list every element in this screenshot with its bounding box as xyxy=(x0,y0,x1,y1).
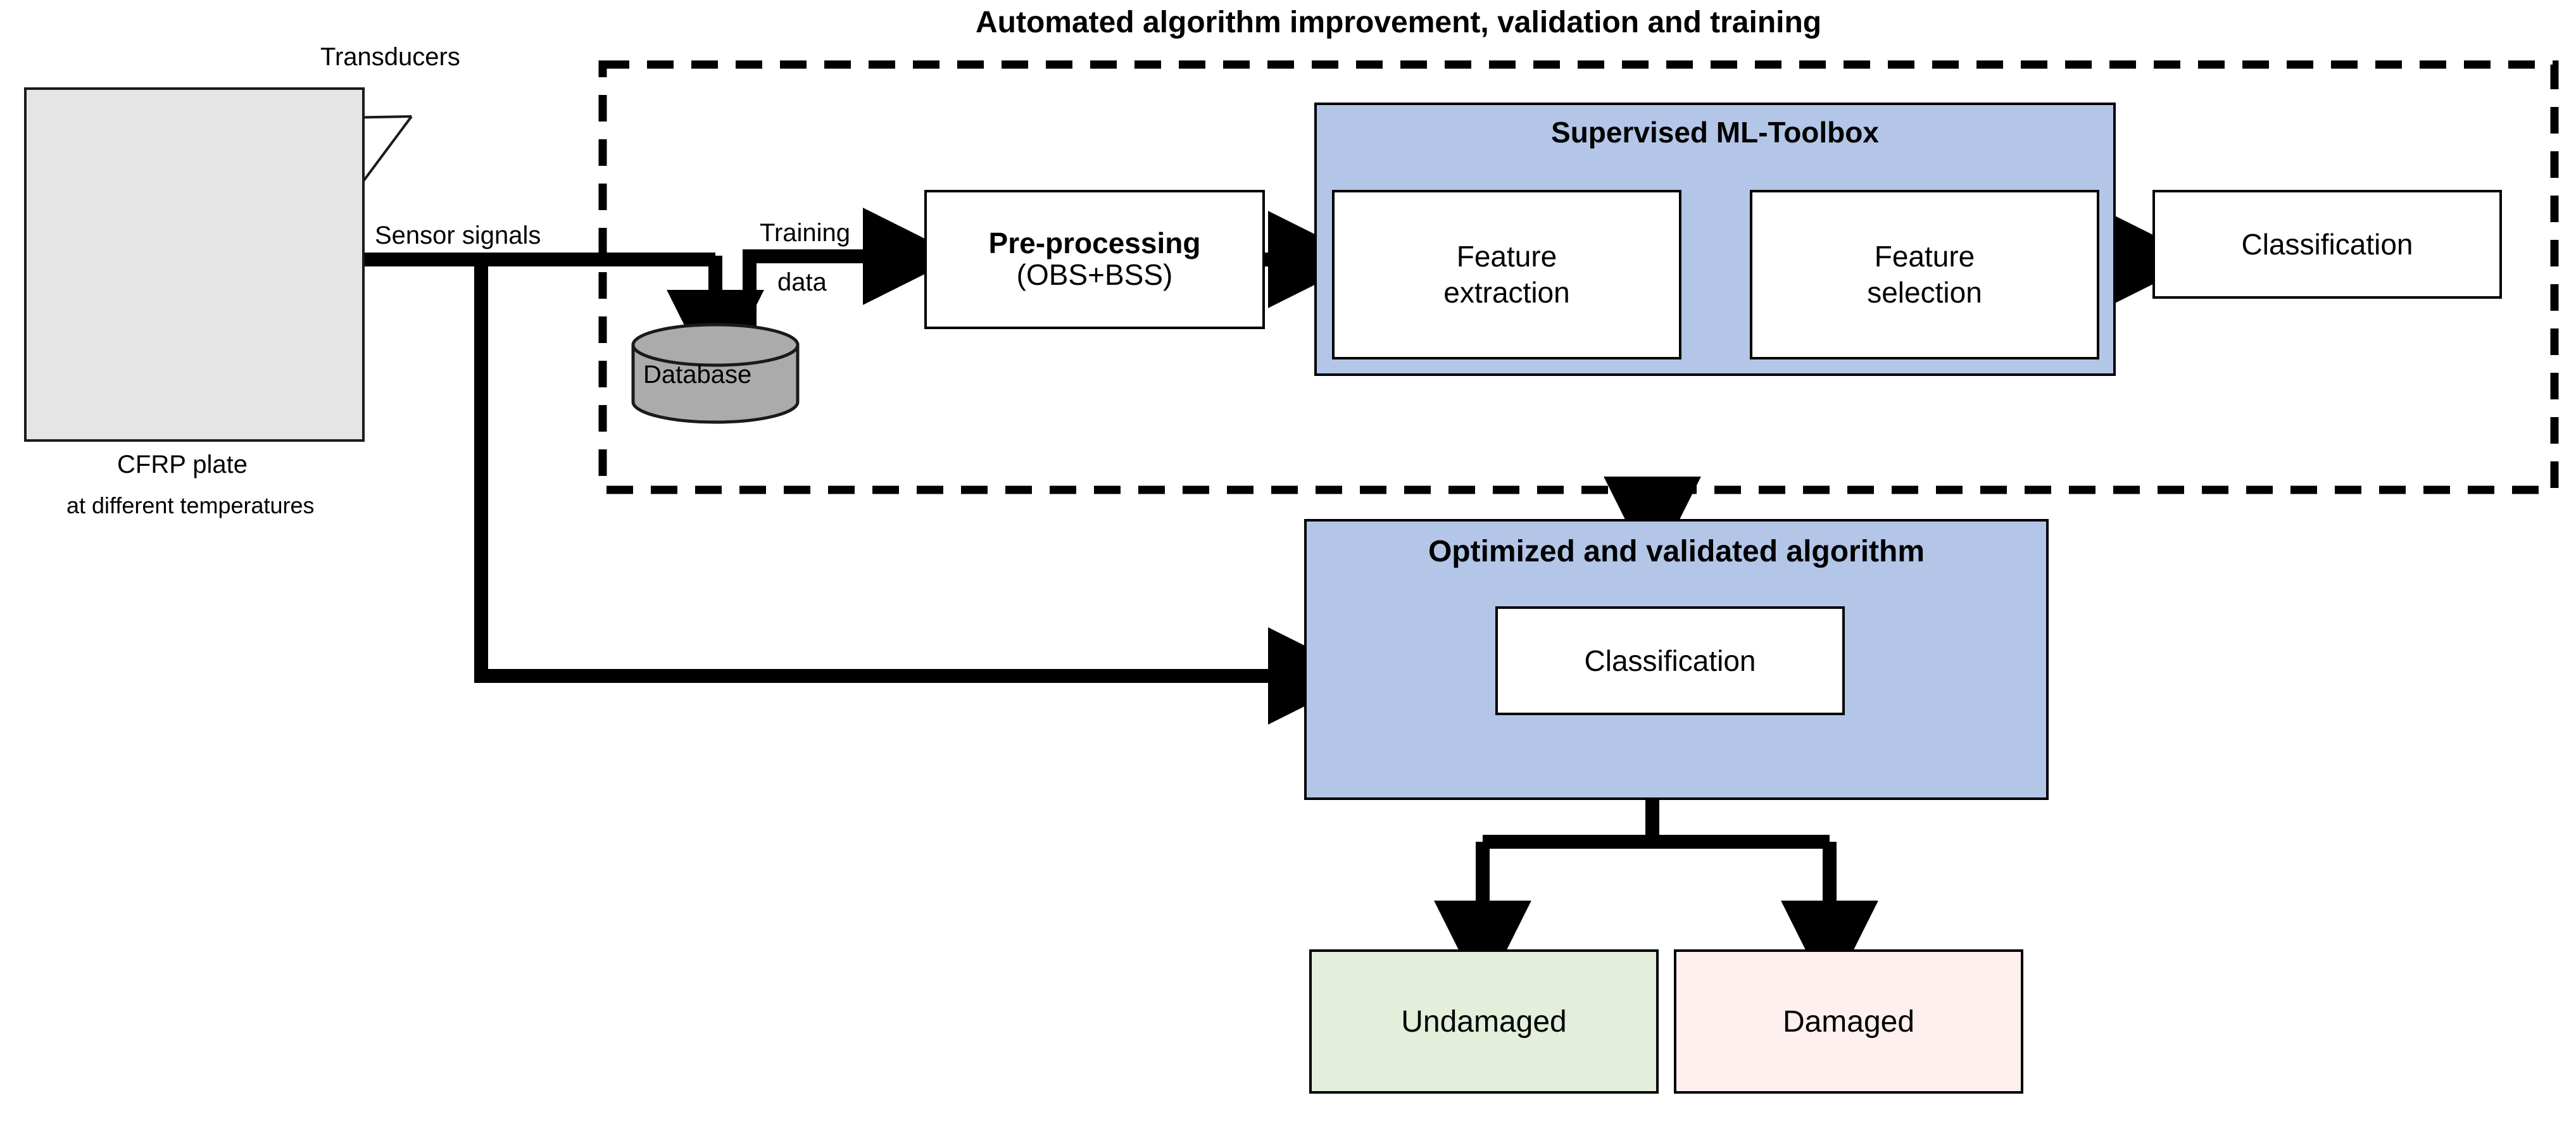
training-region-boundary xyxy=(598,60,2559,494)
damaged-box[interactable]: Damaged xyxy=(1674,949,2023,1094)
preprocessing-box[interactable]: Pre-processing (OBS+BSS) xyxy=(924,190,1265,329)
feature-selection-line2: selection xyxy=(1867,276,1982,309)
database-cylinder-icon xyxy=(631,323,800,424)
plate-caption-line1: CFRP plate xyxy=(117,451,248,478)
feature-extraction-line1: Feature xyxy=(1456,239,1557,273)
training-classification-box[interactable]: Classification xyxy=(2152,190,2502,299)
preprocessing-label-line1: Pre-processing xyxy=(988,227,1201,260)
damaged-label: Damaged xyxy=(1782,1004,1915,1039)
edge-label-training-data-line1: Training xyxy=(757,219,853,247)
database-label: Database xyxy=(643,361,752,389)
training-classification-label: Classification xyxy=(2241,228,2413,261)
edge-label-sensor-signals: Sensor signals xyxy=(372,222,544,250)
edge-label-training-data-line2: data xyxy=(775,268,829,297)
deployed-classification-box[interactable]: Classification xyxy=(1495,606,1845,715)
page-title: Automated algorithm improvement, validat… xyxy=(976,6,1822,39)
feature-selection-line1: Feature xyxy=(1874,239,1975,273)
plate-caption-line2: at different temperatures xyxy=(66,492,315,518)
feature-extraction-line2: extraction xyxy=(1443,276,1570,309)
cfrp-plate xyxy=(24,87,365,442)
transducers-label: Transducers xyxy=(320,43,460,71)
edge-database-to-preprocessing xyxy=(743,208,960,345)
edge-sensor-to-optimized xyxy=(474,259,1366,725)
undamaged-label: Undamaged xyxy=(1401,1004,1567,1039)
toolbox-title: Supervised ML-Toolbox xyxy=(1551,116,1879,149)
feature-extraction-box[interactable]: Feature extraction xyxy=(1332,190,1681,359)
feature-selection-box[interactable]: Feature selection xyxy=(1750,190,2099,359)
deployed-classification-label: Classification xyxy=(1584,644,1756,677)
undamaged-box[interactable]: Undamaged xyxy=(1309,949,1659,1094)
optimized-algorithm-title: Optimized and validated algorithm xyxy=(1428,535,1925,568)
preprocessing-label-line2: (OBS+BSS) xyxy=(1016,258,1173,291)
